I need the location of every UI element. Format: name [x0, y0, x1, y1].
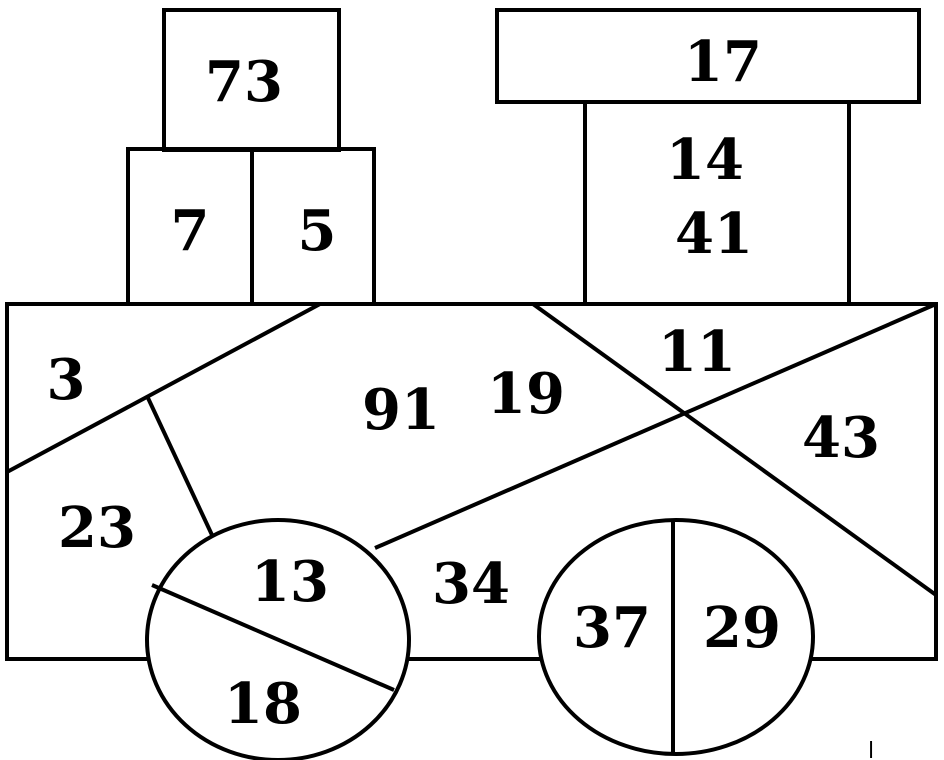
- number-wheel-right-right: 29: [703, 595, 781, 661]
- stray-mark: l: [868, 739, 874, 760]
- number-wheel-right-left: 37: [573, 595, 651, 661]
- divider-short-diagonal: [146, 397, 214, 536]
- number-cab: 14: [666, 127, 744, 193]
- divider-long-diagonal-down: [531, 302, 938, 597]
- number-wheel-left-bottom: 18: [224, 671, 302, 737]
- right-wheel: [537, 518, 815, 756]
- number-chimney-top: 73: [205, 49, 283, 115]
- number-body-lower-middle: 34: [432, 551, 510, 617]
- left-wheel-divider: [151, 583, 395, 692]
- number-cab-lower: 41: [675, 201, 753, 267]
- number-wheel-left-top: 13: [251, 549, 329, 615]
- number-chimney-right: 5: [298, 198, 337, 264]
- number-body-center: 91: [362, 377, 440, 443]
- divider-long-diagonal-up: [374, 302, 937, 550]
- body-frame: [5, 302, 938, 661]
- number-body-right: 43: [802, 405, 880, 471]
- divider-left-diagonal: [6, 302, 321, 474]
- number-chimney-left: 7: [171, 198, 210, 264]
- number-body-center-right: 19: [487, 361, 565, 427]
- number-body-top-right: 11: [658, 319, 736, 385]
- number-roof: 17: [684, 29, 762, 95]
- number-body-left: 3: [47, 347, 86, 413]
- number-body-lower-left: 23: [58, 495, 136, 561]
